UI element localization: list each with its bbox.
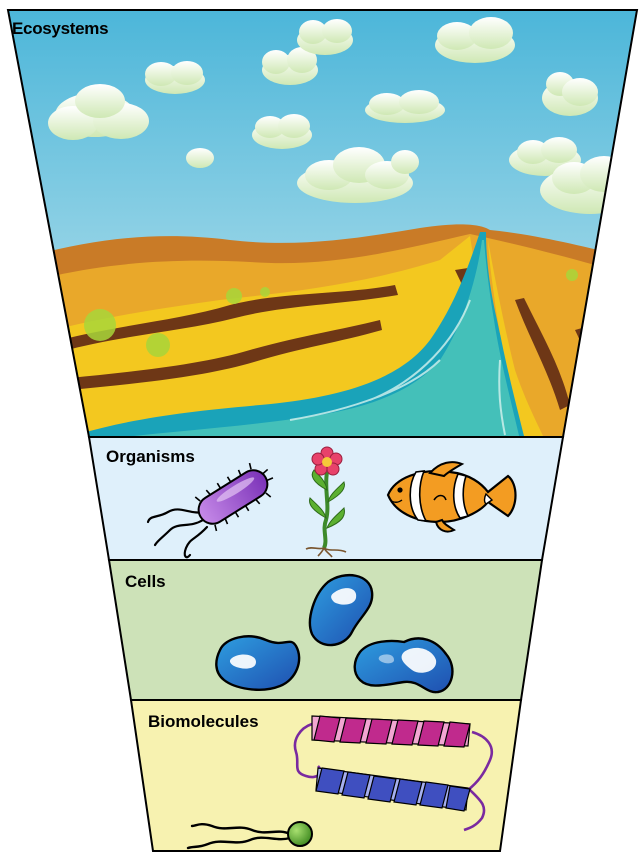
label-cells: Cells <box>125 572 166 591</box>
cell-icon <box>216 636 299 689</box>
label-ecosystems: Ecosystems <box>12 19 108 38</box>
ecosystems-panel: Ecosystems <box>0 10 644 440</box>
cells-panel: Cells <box>109 560 542 700</box>
label-biomolecules: Biomolecules <box>148 712 259 731</box>
label-organisms: Organisms <box>106 447 195 466</box>
biomolecules-panel: Biomolecules <box>131 700 521 851</box>
organisms-panel: Organisms <box>89 437 563 560</box>
